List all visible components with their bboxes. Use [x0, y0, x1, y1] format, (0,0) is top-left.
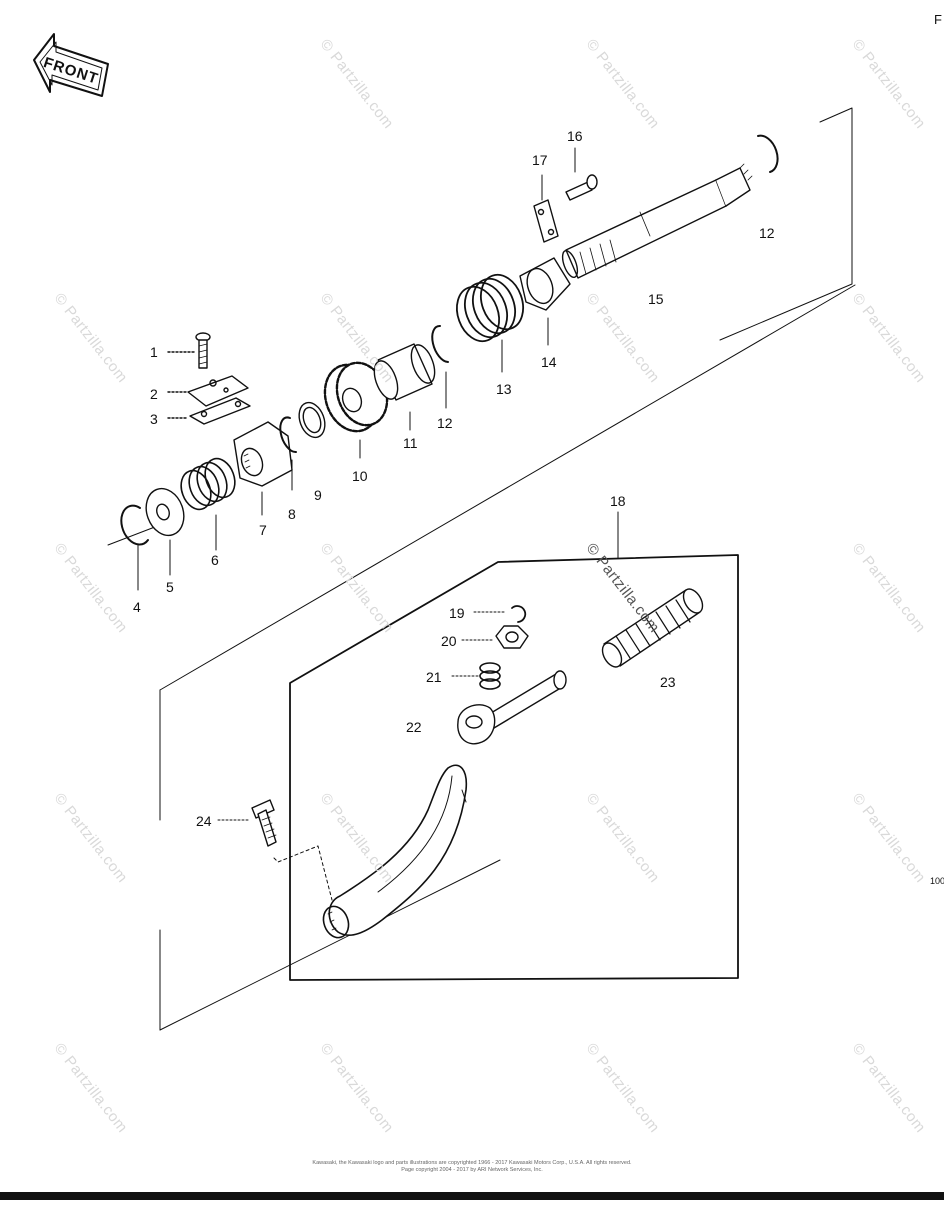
callout-24: 24: [196, 813, 212, 829]
callout-22: 22: [406, 719, 422, 735]
callout-11: 11: [403, 435, 418, 451]
callout-9: 9: [314, 487, 322, 503]
spring-13-icon: [456, 273, 524, 373]
edge-letter: F: [934, 12, 942, 27]
washer-9-icon: [298, 401, 326, 439]
pedal-arm-22-icon: [457, 670, 567, 745]
edge-number: 100: [930, 876, 944, 886]
callout-16: 16: [567, 128, 583, 144]
callout-2: 2: [150, 386, 158, 402]
assembly-outline: [107, 107, 856, 1031]
callout-7: 7: [259, 522, 267, 538]
bolt-16-icon: [565, 147, 598, 201]
spring-21-icon: [451, 662, 501, 690]
plate-2-icon: [167, 375, 249, 407]
callout-3: 3: [150, 411, 158, 427]
washer-5-icon: [145, 487, 185, 576]
callout-4: 4: [133, 599, 141, 615]
circlip-19-icon: [473, 605, 527, 623]
callout-12-lower: 12: [437, 415, 453, 431]
collar-11-icon: [373, 343, 436, 431]
callout-10: 10: [352, 468, 368, 484]
callout-18: 18: [610, 493, 626, 509]
circlip-12-upper-icon: [757, 134, 779, 173]
callout-12-upper: 12: [759, 225, 775, 241]
callout-17: 17: [532, 152, 548, 168]
kick-shaft-15-icon: [561, 163, 753, 279]
front-arrow-icon: [33, 33, 109, 97]
callout-5: 5: [166, 579, 174, 595]
callout-21: 21: [426, 669, 442, 685]
callout-1: 1: [150, 344, 158, 360]
ratchet-7-icon: [233, 421, 293, 516]
callout-6: 6: [211, 552, 219, 568]
circlip-4-icon: [120, 504, 149, 591]
spring-6-icon: [180, 457, 236, 551]
circlip-12-lower-icon: [431, 324, 449, 409]
callout-23: 23: [660, 674, 676, 690]
callout-13: 13: [496, 381, 512, 397]
plate-3-icon: [167, 397, 251, 425]
callout-15: 15: [648, 291, 664, 307]
nut-20-icon: [461, 625, 529, 649]
guide-14-icon: [519, 257, 571, 346]
plate-17-icon: [533, 174, 559, 243]
circlip-8-icon: [279, 416, 297, 491]
copyright-line-1: Kawasaki, the Kawasaki logo and parts il…: [312, 1160, 632, 1166]
callout-14: 14: [541, 354, 557, 370]
callout-19: 19: [449, 605, 465, 621]
copyright-line-2: Page copyright 2004 - 2017 by ARI Networ…: [401, 1167, 543, 1173]
rubber-grip-23-icon: [601, 588, 704, 668]
bottom-border: [0, 1192, 944, 1200]
kick-lever-icon: [322, 764, 468, 939]
callout-8: 8: [288, 506, 296, 522]
callout-20: 20: [441, 633, 457, 649]
bolt-24-icon: [217, 799, 333, 901]
bolt-1-icon: [167, 332, 211, 369]
